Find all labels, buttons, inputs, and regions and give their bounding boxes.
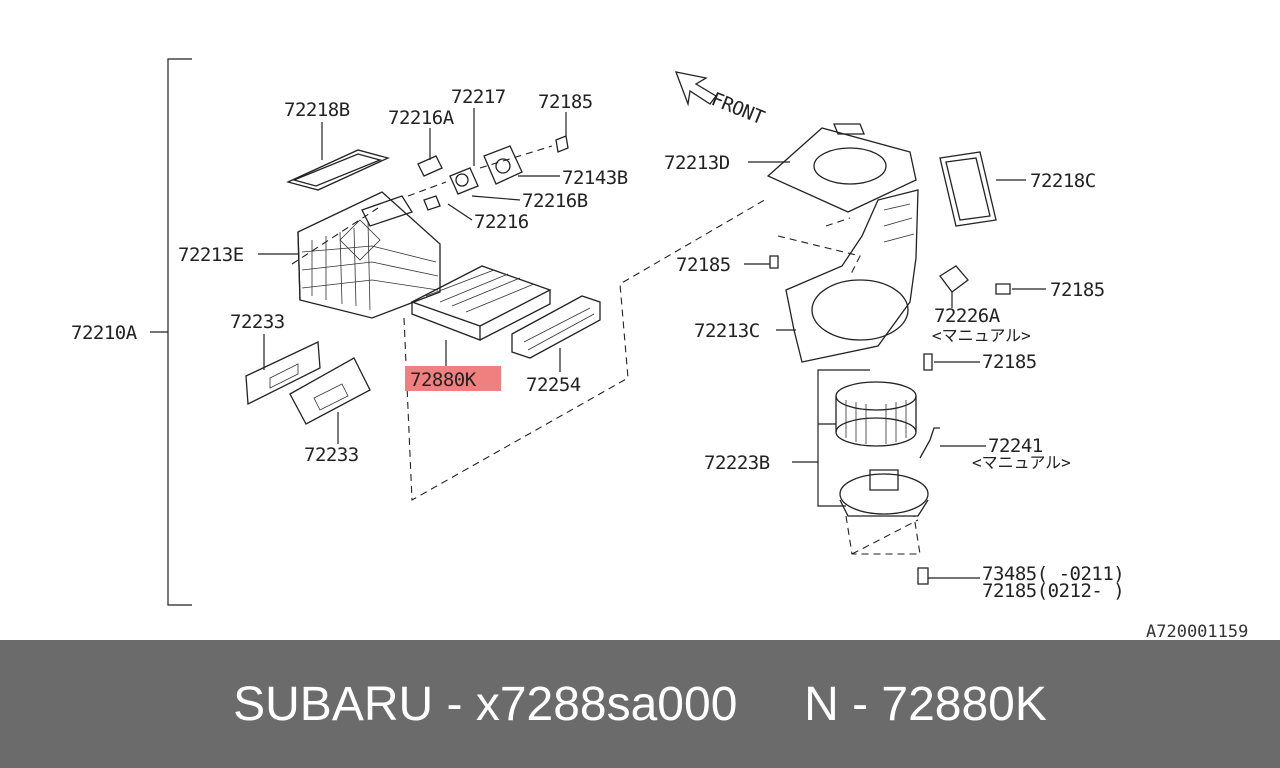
cover-72233-upper <box>245 341 321 406</box>
label-72213C: 72213C <box>694 320 760 342</box>
label-72185-top: 72185 <box>538 91 593 113</box>
label-72241: 72241 <box>988 435 1043 457</box>
footer-bar: SUBARU - x7288sa000 N - 72880K <box>0 640 1280 768</box>
footer-caption: SUBARU - x7288sa000 N - 72880K <box>233 677 1047 731</box>
label-72217: 72217 <box>451 86 506 108</box>
cover-72233-lower <box>289 357 371 425</box>
assembly-bracket <box>150 58 192 606</box>
label-72216A: 72216A <box>388 107 455 129</box>
cover-72254 <box>511 295 601 359</box>
label-72218B: 72218B <box>284 99 350 121</box>
label-72216: 72216 <box>474 211 529 233</box>
label-72223B: 72223B <box>704 452 770 474</box>
parts-diagram: FRONT <box>71 58 1248 640</box>
dashed-guide-lines <box>291 145 921 555</box>
case-72213C <box>785 189 919 363</box>
front-label: FRONT <box>708 88 767 129</box>
label-72185-mid: 72185 <box>982 351 1037 373</box>
drawing-id: A720001159 <box>1146 622 1248 640</box>
leader-lines <box>258 108 1046 579</box>
label-72226A: 72226A <box>934 305 1001 327</box>
filter-72218C <box>939 151 997 227</box>
label-72185-right: 72185 <box>1050 279 1105 301</box>
label-72254: 72254 <box>526 374 581 396</box>
label-72185-left: 72185 <box>676 254 731 276</box>
label-72210A: 72210A <box>71 322 138 344</box>
front-arrow-icon <box>674 71 717 107</box>
filter-72880K <box>410 265 552 341</box>
label-72233-lower: 72233 <box>304 444 359 466</box>
label-73485: 73485( -0211) <box>982 563 1124 585</box>
blower-motor <box>839 469 929 517</box>
label-72880K: 72880K <box>410 369 477 391</box>
wire-72241 <box>919 427 940 459</box>
label-72216B: 72216B <box>522 190 588 212</box>
highlight-72880K <box>405 366 501 391</box>
label-72241-note: <マニュアル> <box>972 453 1071 472</box>
exploded-view-svg: FRONT <box>71 58 1248 640</box>
fan-wheel-72223B <box>835 381 917 447</box>
label-72185-bottom: 72185(0212- ) <box>982 580 1124 602</box>
label-72143B: 72143B <box>562 167 628 189</box>
label-72218C: 72218C <box>1030 170 1096 192</box>
resistor-72226A <box>939 265 969 293</box>
case-72213D <box>766 123 917 213</box>
label-72213D: 72213D <box>664 152 730 174</box>
filter-72218B <box>286 149 390 191</box>
label-72226A-note: <マニュアル> <box>932 326 1031 345</box>
label-72213E: 72213E <box>178 244 244 266</box>
label-72233-upper: 72233 <box>230 311 285 333</box>
case-72213E <box>297 191 441 319</box>
